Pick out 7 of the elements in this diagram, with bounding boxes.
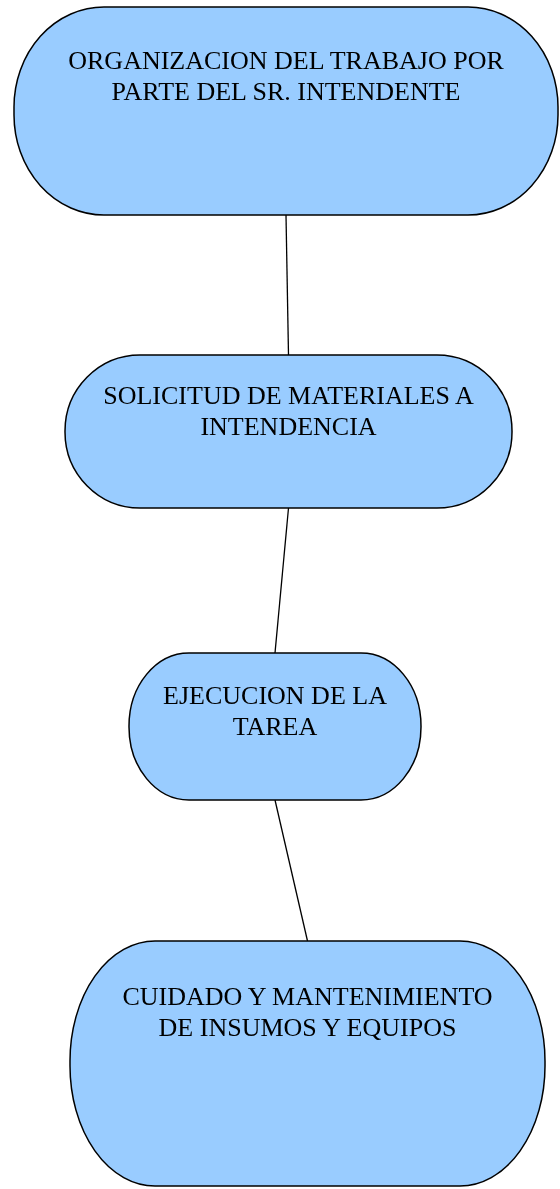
- step-label: SOLICITUD DE MATERIALES A INTENDENCIA: [102, 380, 475, 442]
- connector-line: [274, 507, 290, 654]
- connector-line: [274, 799, 309, 942]
- step-label: CUIDADO Y MANTENIMIENTO DE INSUMOS Y EQUIPOS: [121, 981, 494, 1043]
- connector-line: [285, 214, 290, 356]
- step-label: EJECUCION DE LA TAREA: [162, 680, 388, 742]
- step-label: ORGANIZACION DEL TRABAJO POR PARTE DEL SR. INTENDENTE: [67, 45, 505, 107]
